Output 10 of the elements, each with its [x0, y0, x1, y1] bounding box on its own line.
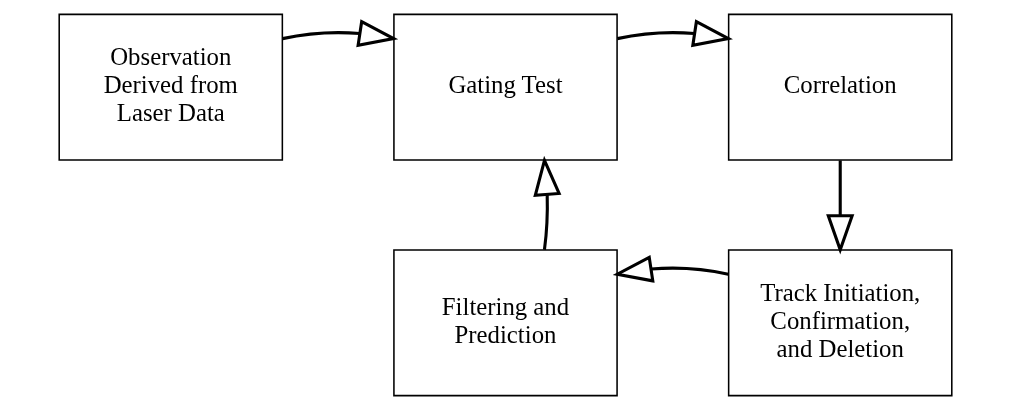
- node-box: Gating Test: [393, 13, 618, 161]
- node-box: Track Initiation, Confirmation, and Deletion: [727, 249, 953, 397]
- arrow: [616, 19, 733, 48]
- node-box: Correlation: [727, 13, 953, 161]
- node-box: Filtering and Prediction: [393, 249, 618, 397]
- arrow: [533, 155, 562, 250]
- node-box: Observation Derived from Laser Data: [58, 13, 284, 161]
- arrow: [282, 19, 399, 48]
- arrow: [826, 160, 855, 255]
- arrow: [612, 254, 729, 283]
